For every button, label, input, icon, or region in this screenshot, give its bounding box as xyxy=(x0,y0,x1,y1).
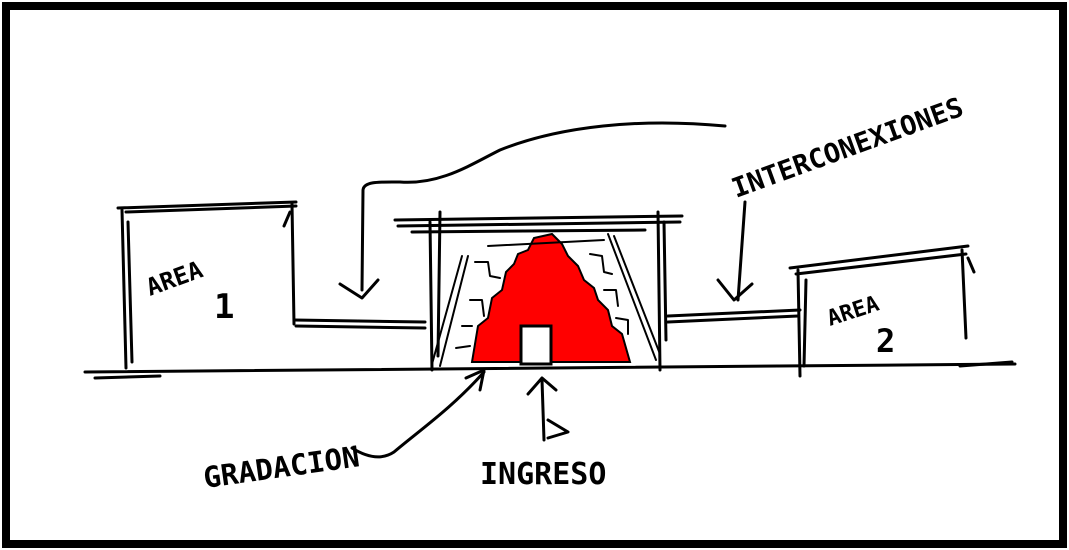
ingreso-label: INGRESO xyxy=(480,457,606,492)
gradacion-label: GRADACION xyxy=(201,439,361,495)
area-2-label: AREA xyxy=(824,292,882,332)
interconexiones-label: INTERCONEXIONES xyxy=(728,92,968,205)
connector-left xyxy=(294,320,425,328)
area-1-block xyxy=(118,202,296,368)
ingreso-arrow xyxy=(528,378,568,440)
connector-right xyxy=(668,310,800,322)
area-2-number: 2 xyxy=(876,322,895,360)
gradacion-arrow xyxy=(352,370,484,457)
area-1-label: AREA xyxy=(142,255,206,301)
area-1-number: 1 xyxy=(214,287,234,327)
ingreso-door xyxy=(521,326,551,364)
